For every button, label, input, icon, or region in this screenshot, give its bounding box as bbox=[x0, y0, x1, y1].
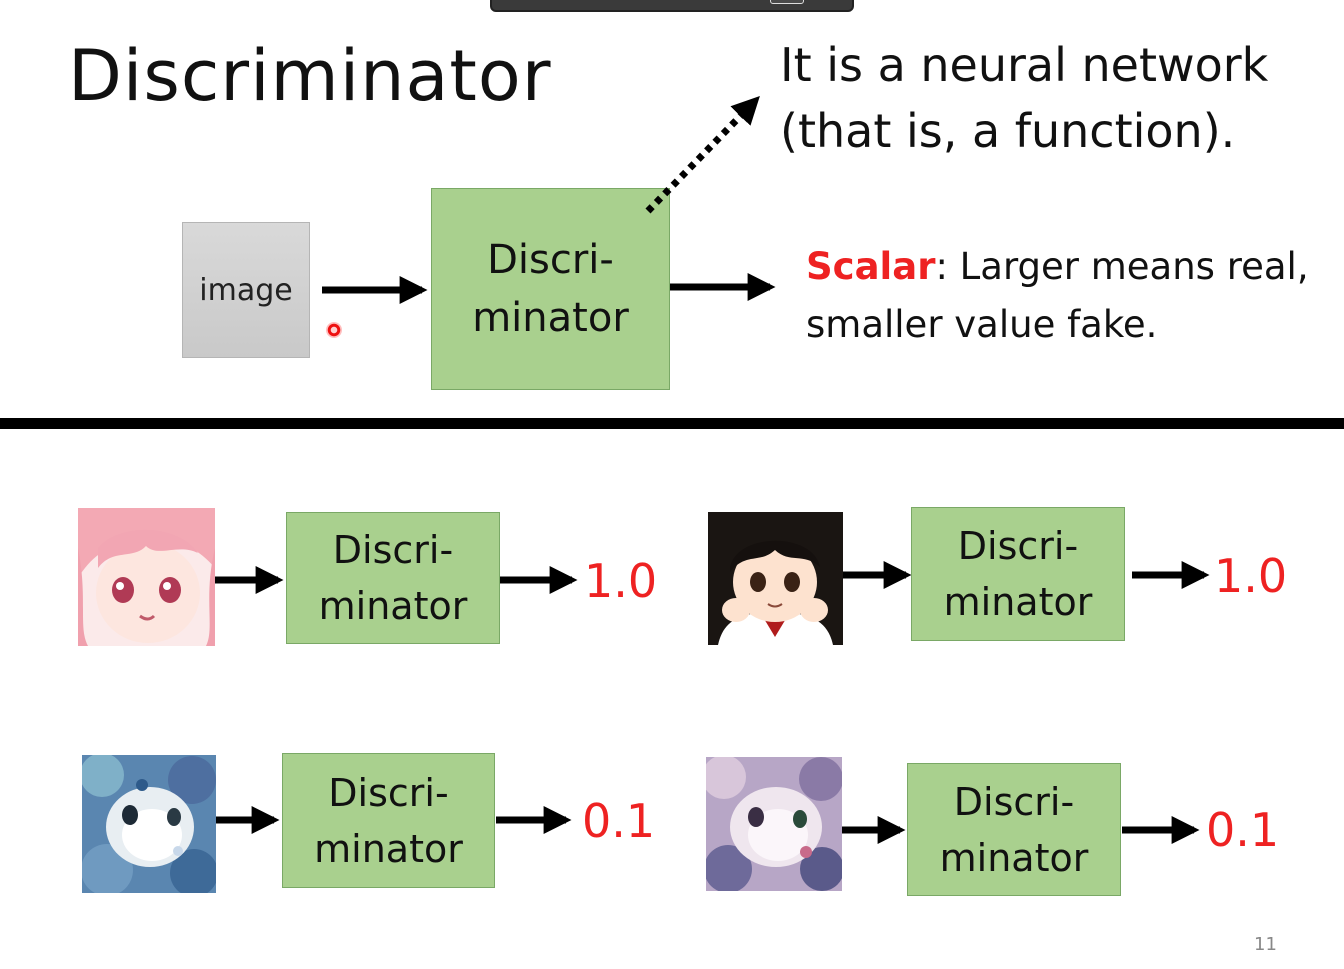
disc-ex2-line-2: minator bbox=[944, 574, 1093, 630]
discriminator-box-ex3: Discri- minator bbox=[282, 753, 495, 888]
laser-pointer-dot bbox=[326, 322, 342, 338]
disc-ex3-line-2: minator bbox=[314, 821, 463, 877]
example-4-image bbox=[706, 757, 842, 891]
section-divider bbox=[0, 418, 1344, 429]
dotted-arrow-to-note bbox=[648, 100, 756, 211]
example-1-image bbox=[78, 508, 215, 646]
example-2-image bbox=[708, 512, 843, 645]
discriminator-box-ex1: Discri- minator bbox=[286, 512, 500, 644]
discriminator-box-ex4: Discri- minator bbox=[907, 763, 1121, 896]
score-ex2: 1.0 bbox=[1214, 551, 1287, 601]
example-3-image bbox=[82, 755, 216, 893]
disc-ex1-line-2: minator bbox=[319, 578, 468, 634]
disc-ex1-line-1: Discri- bbox=[319, 522, 468, 578]
disc-ex3-line-1: Discri- bbox=[314, 765, 463, 821]
score-ex4: 0.1 bbox=[1206, 805, 1279, 855]
score-ex3: 0.1 bbox=[582, 796, 655, 846]
page-number: 11 bbox=[1254, 934, 1277, 955]
disc-ex4-line-2: minator bbox=[940, 830, 1089, 886]
discriminator-box-ex2: Discri- minator bbox=[911, 507, 1125, 641]
disc-ex2-line-1: Discri- bbox=[944, 518, 1093, 574]
disc-ex4-line-1: Discri- bbox=[940, 774, 1089, 830]
score-ex1: 1.0 bbox=[584, 556, 657, 606]
